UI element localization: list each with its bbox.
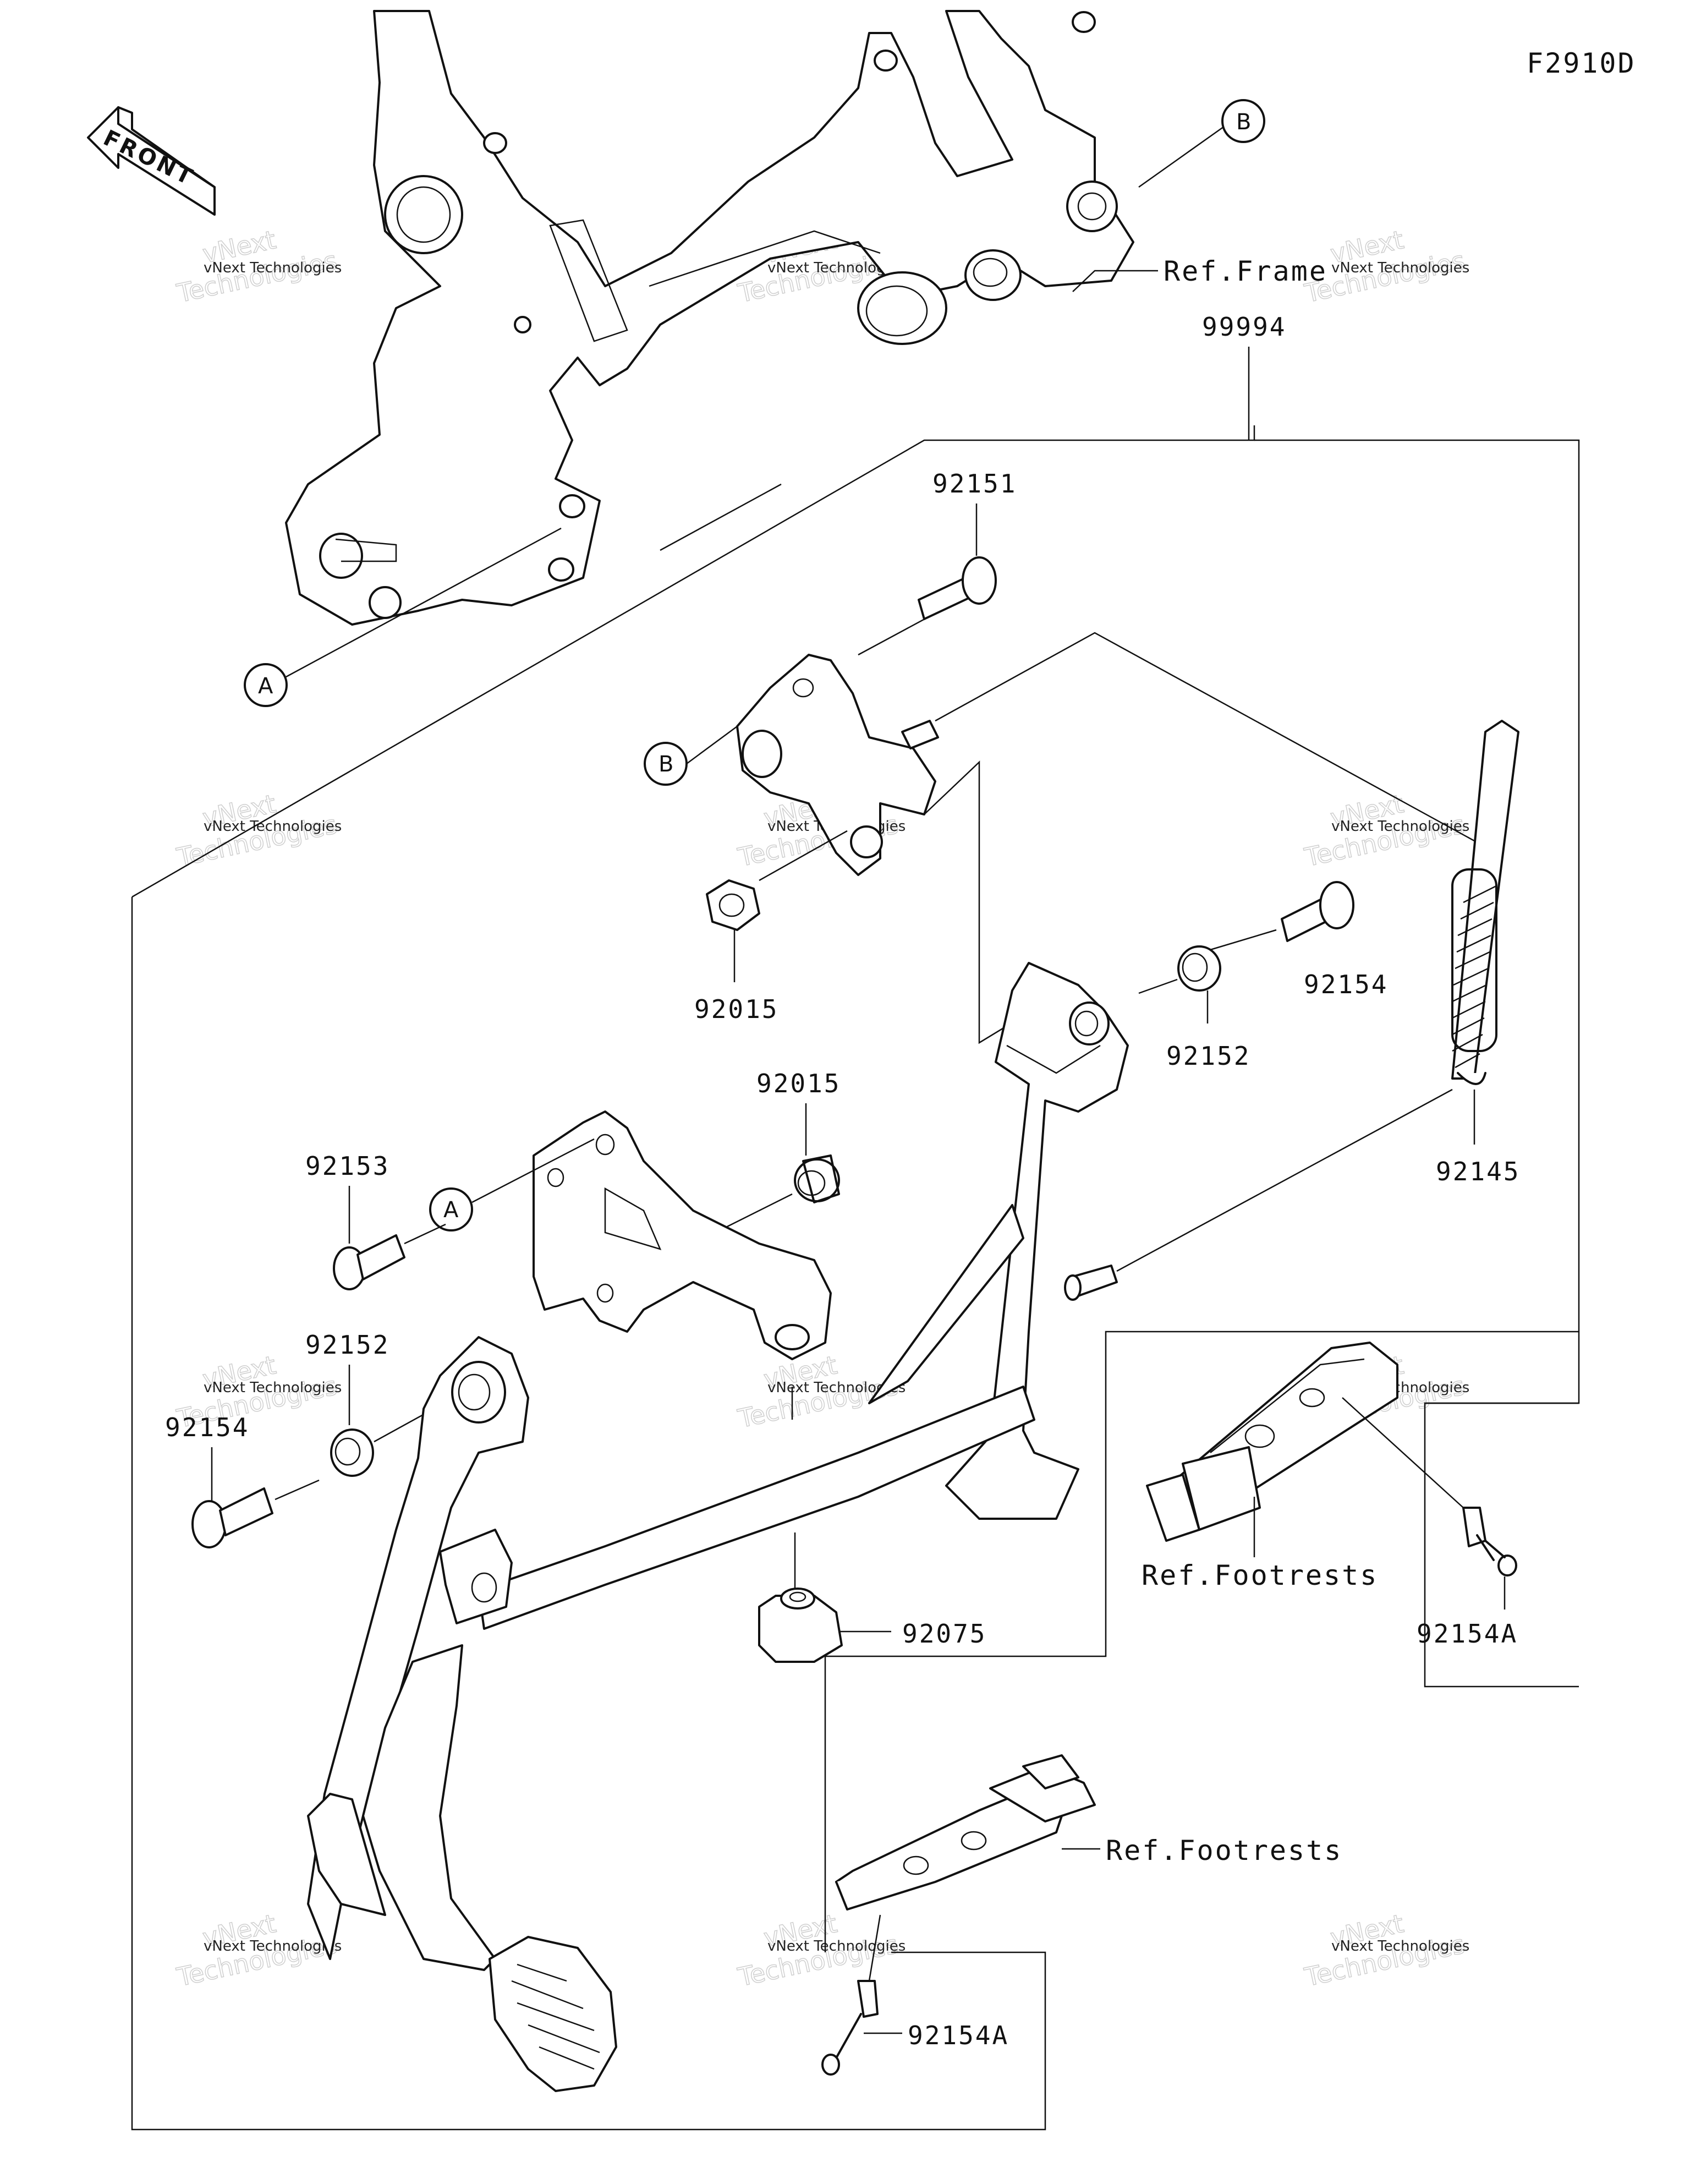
label-92154A-lower: 92154A	[908, 2021, 1009, 2050]
label-99994: 99994	[1202, 312, 1286, 342]
collar-92152-left-icon	[330, 1428, 374, 1477]
collar-92152-right-icon	[1177, 945, 1221, 992]
label-92015-upper: 92015	[694, 994, 778, 1024]
label-92154A-upper: 92154A	[1417, 1619, 1518, 1649]
label-92151-bolt-top: 92151	[932, 469, 1017, 499]
callout-b-bracket: B	[644, 742, 688, 786]
bolt-92153-icon	[333, 1234, 405, 1290]
watermark-text: vNext Technologies	[1331, 1938, 1469, 1955]
bolt-92154A-upper-icon	[1462, 1507, 1517, 1577]
label-92015-mid: 92015	[756, 1069, 841, 1098]
footrest-lower-drawing	[835, 1754, 1096, 1911]
spring-92145-icon	[1451, 720, 1519, 1085]
watermark-text: vNext Technologies	[204, 1380, 342, 1396]
watermark-text: vNext Technologies	[204, 818, 342, 835]
ref-footrests-upper-label: Ref.Footrests	[1142, 1559, 1378, 1591]
footrest-upper-drawing	[1146, 1342, 1398, 1542]
ref-frame-label: Ref.Frame	[1164, 255, 1327, 287]
frame-drawing	[285, 10, 1134, 626]
label-92154-right: 92154	[1304, 970, 1388, 999]
watermark-text: vNext Technologies	[1331, 818, 1469, 835]
watermark-text: vNext Technologies	[204, 1938, 342, 1955]
bolt-92154-left-icon	[191, 1487, 273, 1548]
label-92075: 92075	[902, 1619, 986, 1649]
side-stand-drawing	[307, 962, 1129, 2092]
label-92152-right: 92152	[1166, 1041, 1250, 1071]
rubber-stopper-92075-icon	[758, 1588, 843, 1663]
nut-92015-upper-icon	[706, 879, 760, 931]
callout-b-letter-2: B	[659, 752, 673, 777]
bolt-92154-right-icon	[1281, 881, 1354, 942]
callout-a-letter-2: A	[443, 1197, 459, 1223]
kit-outline-top	[131, 425, 1255, 898]
watermark-text: vNext Technologies	[767, 1938, 906, 1955]
callout-a-frame: A	[244, 663, 288, 707]
bolt-92151-icon	[918, 556, 997, 620]
callout-b-letter: B	[1236, 110, 1251, 135]
bolt-92154A-lower-icon	[821, 1980, 879, 2076]
ref-footrests-lower-label: Ref.Footrests	[1106, 1835, 1342, 1866]
callout-a-letter: A	[258, 674, 273, 699]
watermark-text: vNext Technologies	[1331, 260, 1469, 276]
callout-a-bracket: A	[429, 1187, 473, 1231]
label-92145-spring: 92145	[1436, 1157, 1520, 1186]
front-arrow-icon: FRONT	[87, 106, 216, 216]
callout-b-frame: B	[1221, 99, 1265, 143]
kit-outline	[131, 897, 1046, 2131]
figure-code: F2910D	[1527, 47, 1636, 79]
collar-92015-mid-icon	[794, 1154, 840, 1203]
label-92152-left: 92152	[305, 1330, 389, 1360]
label-92153: 92153	[305, 1151, 389, 1181]
watermark-text: vNext Technologies	[204, 260, 342, 276]
bracket-a-drawing	[533, 1110, 832, 1360]
label-92154-left: 92154	[165, 1413, 249, 1442]
